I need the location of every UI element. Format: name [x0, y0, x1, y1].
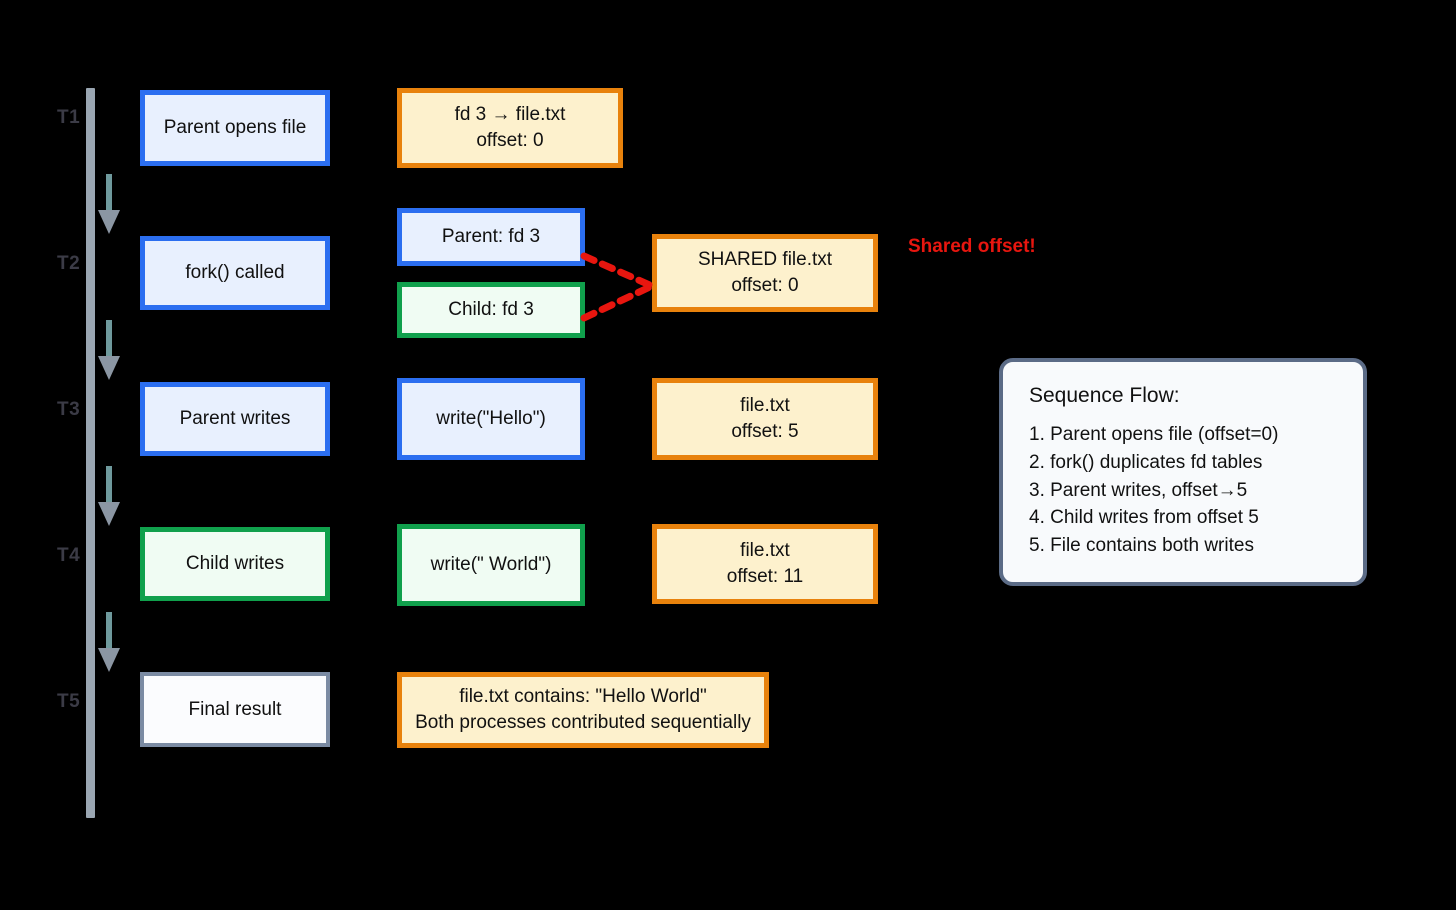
- timeline-arrow-t2-t3: [96, 320, 122, 382]
- sequence-flow-step-4: 4. Child writes from offset 5: [1029, 507, 1259, 529]
- timeline-tick-t3: T3: [57, 399, 81, 420]
- sequence-flow-title: Sequence Flow:: [1029, 384, 1180, 407]
- arrow-head-icon: [98, 502, 120, 526]
- fd-box-t1[interactable]: fd 3 → file.txt offset: 0: [397, 88, 623, 168]
- timeline-arrow-t3-t4: [96, 466, 122, 528]
- write-call-box-hello[interactable]: write("Hello"): [397, 378, 585, 460]
- arrow-shaft: [106, 612, 112, 652]
- arrow-shaft: [106, 320, 112, 360]
- fd-box-parent-fd3[interactable]: Parent: fd 3: [397, 208, 585, 266]
- timeline-tick-t4: T4: [57, 545, 81, 566]
- timeline-tick-t1: T1: [57, 107, 81, 128]
- sequence-flow-step-3: 3. Parent writes, offset→5: [1029, 479, 1248, 501]
- timeline-tick-t5: T5: [57, 691, 81, 712]
- file-box-offset-5[interactable]: file.txt offset: 5: [652, 378, 878, 460]
- sequence-flow-step-5: 5. File contains both writes: [1029, 535, 1254, 557]
- arrow-head-icon: [98, 356, 120, 380]
- arrow-shaft: [106, 174, 112, 214]
- sequence-flow-panel: Sequence Flow: 1. Parent opens file (off…: [999, 358, 1367, 586]
- dashed-line-parent-to-shared: [580, 252, 656, 290]
- final-result-box[interactable]: file.txt contains: "Hello World" Both pr…: [397, 672, 769, 748]
- timeline-tick-t2: T2: [57, 253, 81, 274]
- timeline-arrow-t1-t2: [96, 174, 122, 236]
- shared-offset-annotation: Shared offset!: [908, 236, 1036, 257]
- fd-box-child-fd3[interactable]: Child: fd 3: [397, 282, 585, 338]
- write-call-box-world[interactable]: write(" World"): [397, 524, 585, 606]
- event-box-child-writes[interactable]: Child writes: [140, 527, 330, 601]
- timeline-arrow-t4-t5: [96, 612, 122, 674]
- arrow-shaft: [106, 466, 112, 506]
- sequence-flow-step-2: 2. fork() duplicates fd tables: [1029, 451, 1263, 473]
- arrow-head-icon: [98, 648, 120, 672]
- timeline-bar: [86, 88, 95, 818]
- arrow-head-icon: [98, 210, 120, 234]
- dashed-line-child-to-shared: [580, 282, 656, 322]
- event-box-final-result[interactable]: Final result: [140, 672, 330, 747]
- event-box-parent-opens-file[interactable]: Parent opens file: [140, 90, 330, 166]
- event-box-fork-called[interactable]: fork() called: [140, 236, 330, 310]
- event-box-parent-writes[interactable]: Parent writes: [140, 382, 330, 456]
- sequence-flow-step-1: 1. Parent opens file (offset=0): [1029, 424, 1279, 446]
- shared-file-box[interactable]: SHARED file.txt offset: 0: [652, 234, 878, 312]
- file-box-offset-11[interactable]: file.txt offset: 11: [652, 524, 878, 604]
